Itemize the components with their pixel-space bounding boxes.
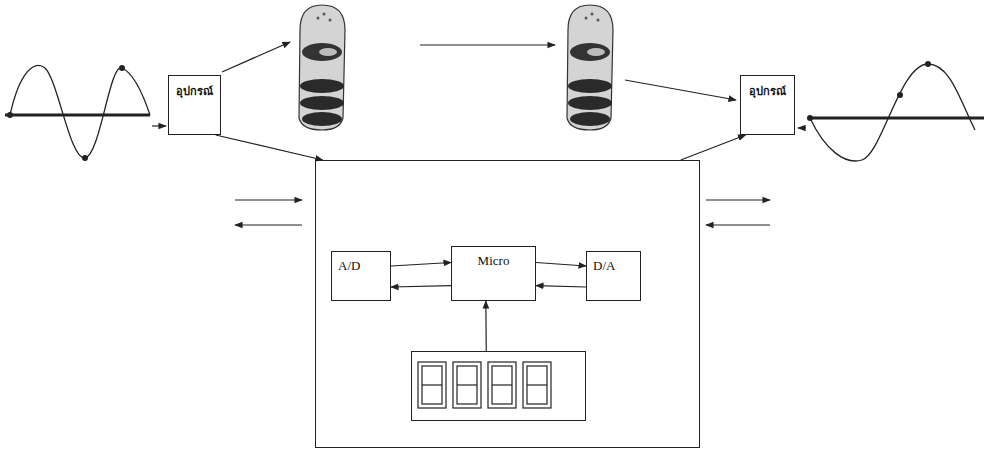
- device-box: อุปกรณ์: [168, 75, 221, 135]
- signal-connector: [485, 301, 487, 351]
- converter-box: A/D: [331, 251, 391, 301]
- mobile-phone: [299, 5, 345, 130]
- signal-connector: [536, 263, 586, 267]
- sine-wave: [807, 61, 984, 161]
- signal-connector: [681, 135, 746, 160]
- box-label: อุปกรณ์: [175, 82, 214, 100]
- microcontroller-box: Micro: [451, 246, 536, 301]
- controller-board: A/D Micro D/A: [315, 160, 700, 448]
- signal-arrow: [152, 42, 806, 225]
- signal-connector: [391, 286, 451, 287]
- signal-connector: [216, 135, 323, 160]
- signal-connector: [391, 263, 451, 267]
- mobile-phone: [567, 5, 613, 130]
- signal-connector: [536, 286, 586, 287]
- device-box: อุปกรณ์: [740, 75, 795, 135]
- display-box: [411, 351, 586, 421]
- seven-segment-display: [418, 362, 551, 408]
- sine-wave: [5, 65, 150, 161]
- box-label: A/D: [338, 258, 384, 274]
- converter-box: D/A: [586, 251, 641, 301]
- box-label: อุปกรณ์: [747, 82, 788, 100]
- box-label: Micro: [458, 253, 529, 269]
- box-label: D/A: [593, 258, 634, 274]
